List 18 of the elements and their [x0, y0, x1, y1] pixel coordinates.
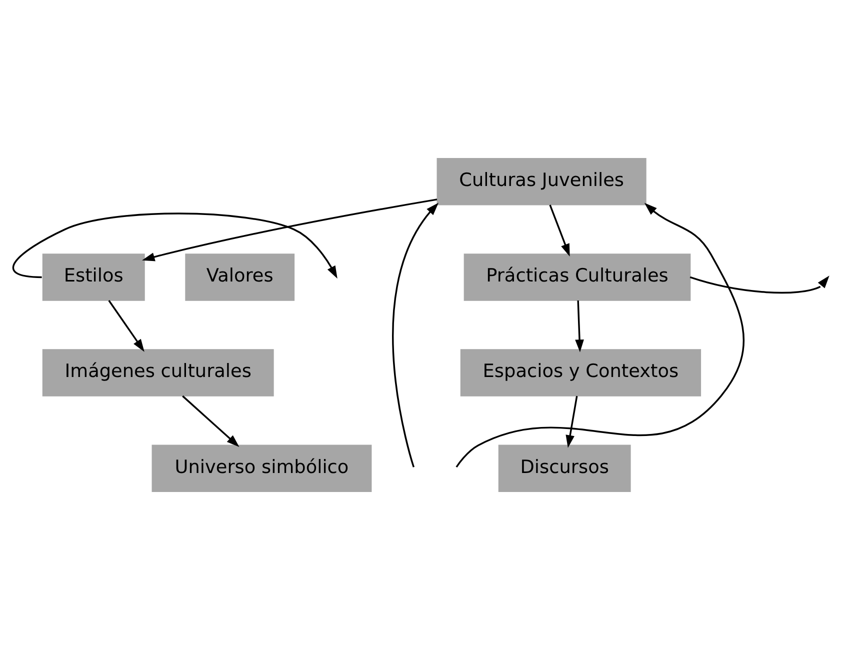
arrow [392, 202, 439, 468]
arrow [108, 300, 144, 352]
node-box: Prácticas Culturales [464, 254, 691, 301]
arrow [566, 396, 578, 448]
arrow [549, 204, 570, 257]
node-box: Discursos [498, 444, 631, 492]
arrow [182, 395, 240, 448]
arrow [690, 276, 830, 294]
arrow [575, 300, 584, 352]
arrow [142, 198, 438, 262]
node-box: Culturas Juveniles [436, 158, 646, 206]
node-box: Espacios y Contextos [460, 349, 702, 396]
node-box: Universo simbólico [152, 444, 372, 492]
node-box: Imágenes culturales [42, 349, 274, 396]
arrow [456, 202, 744, 468]
arrow [12, 212, 338, 279]
node-box: Estilos [42, 254, 145, 301]
node-box: Valores [185, 254, 295, 301]
